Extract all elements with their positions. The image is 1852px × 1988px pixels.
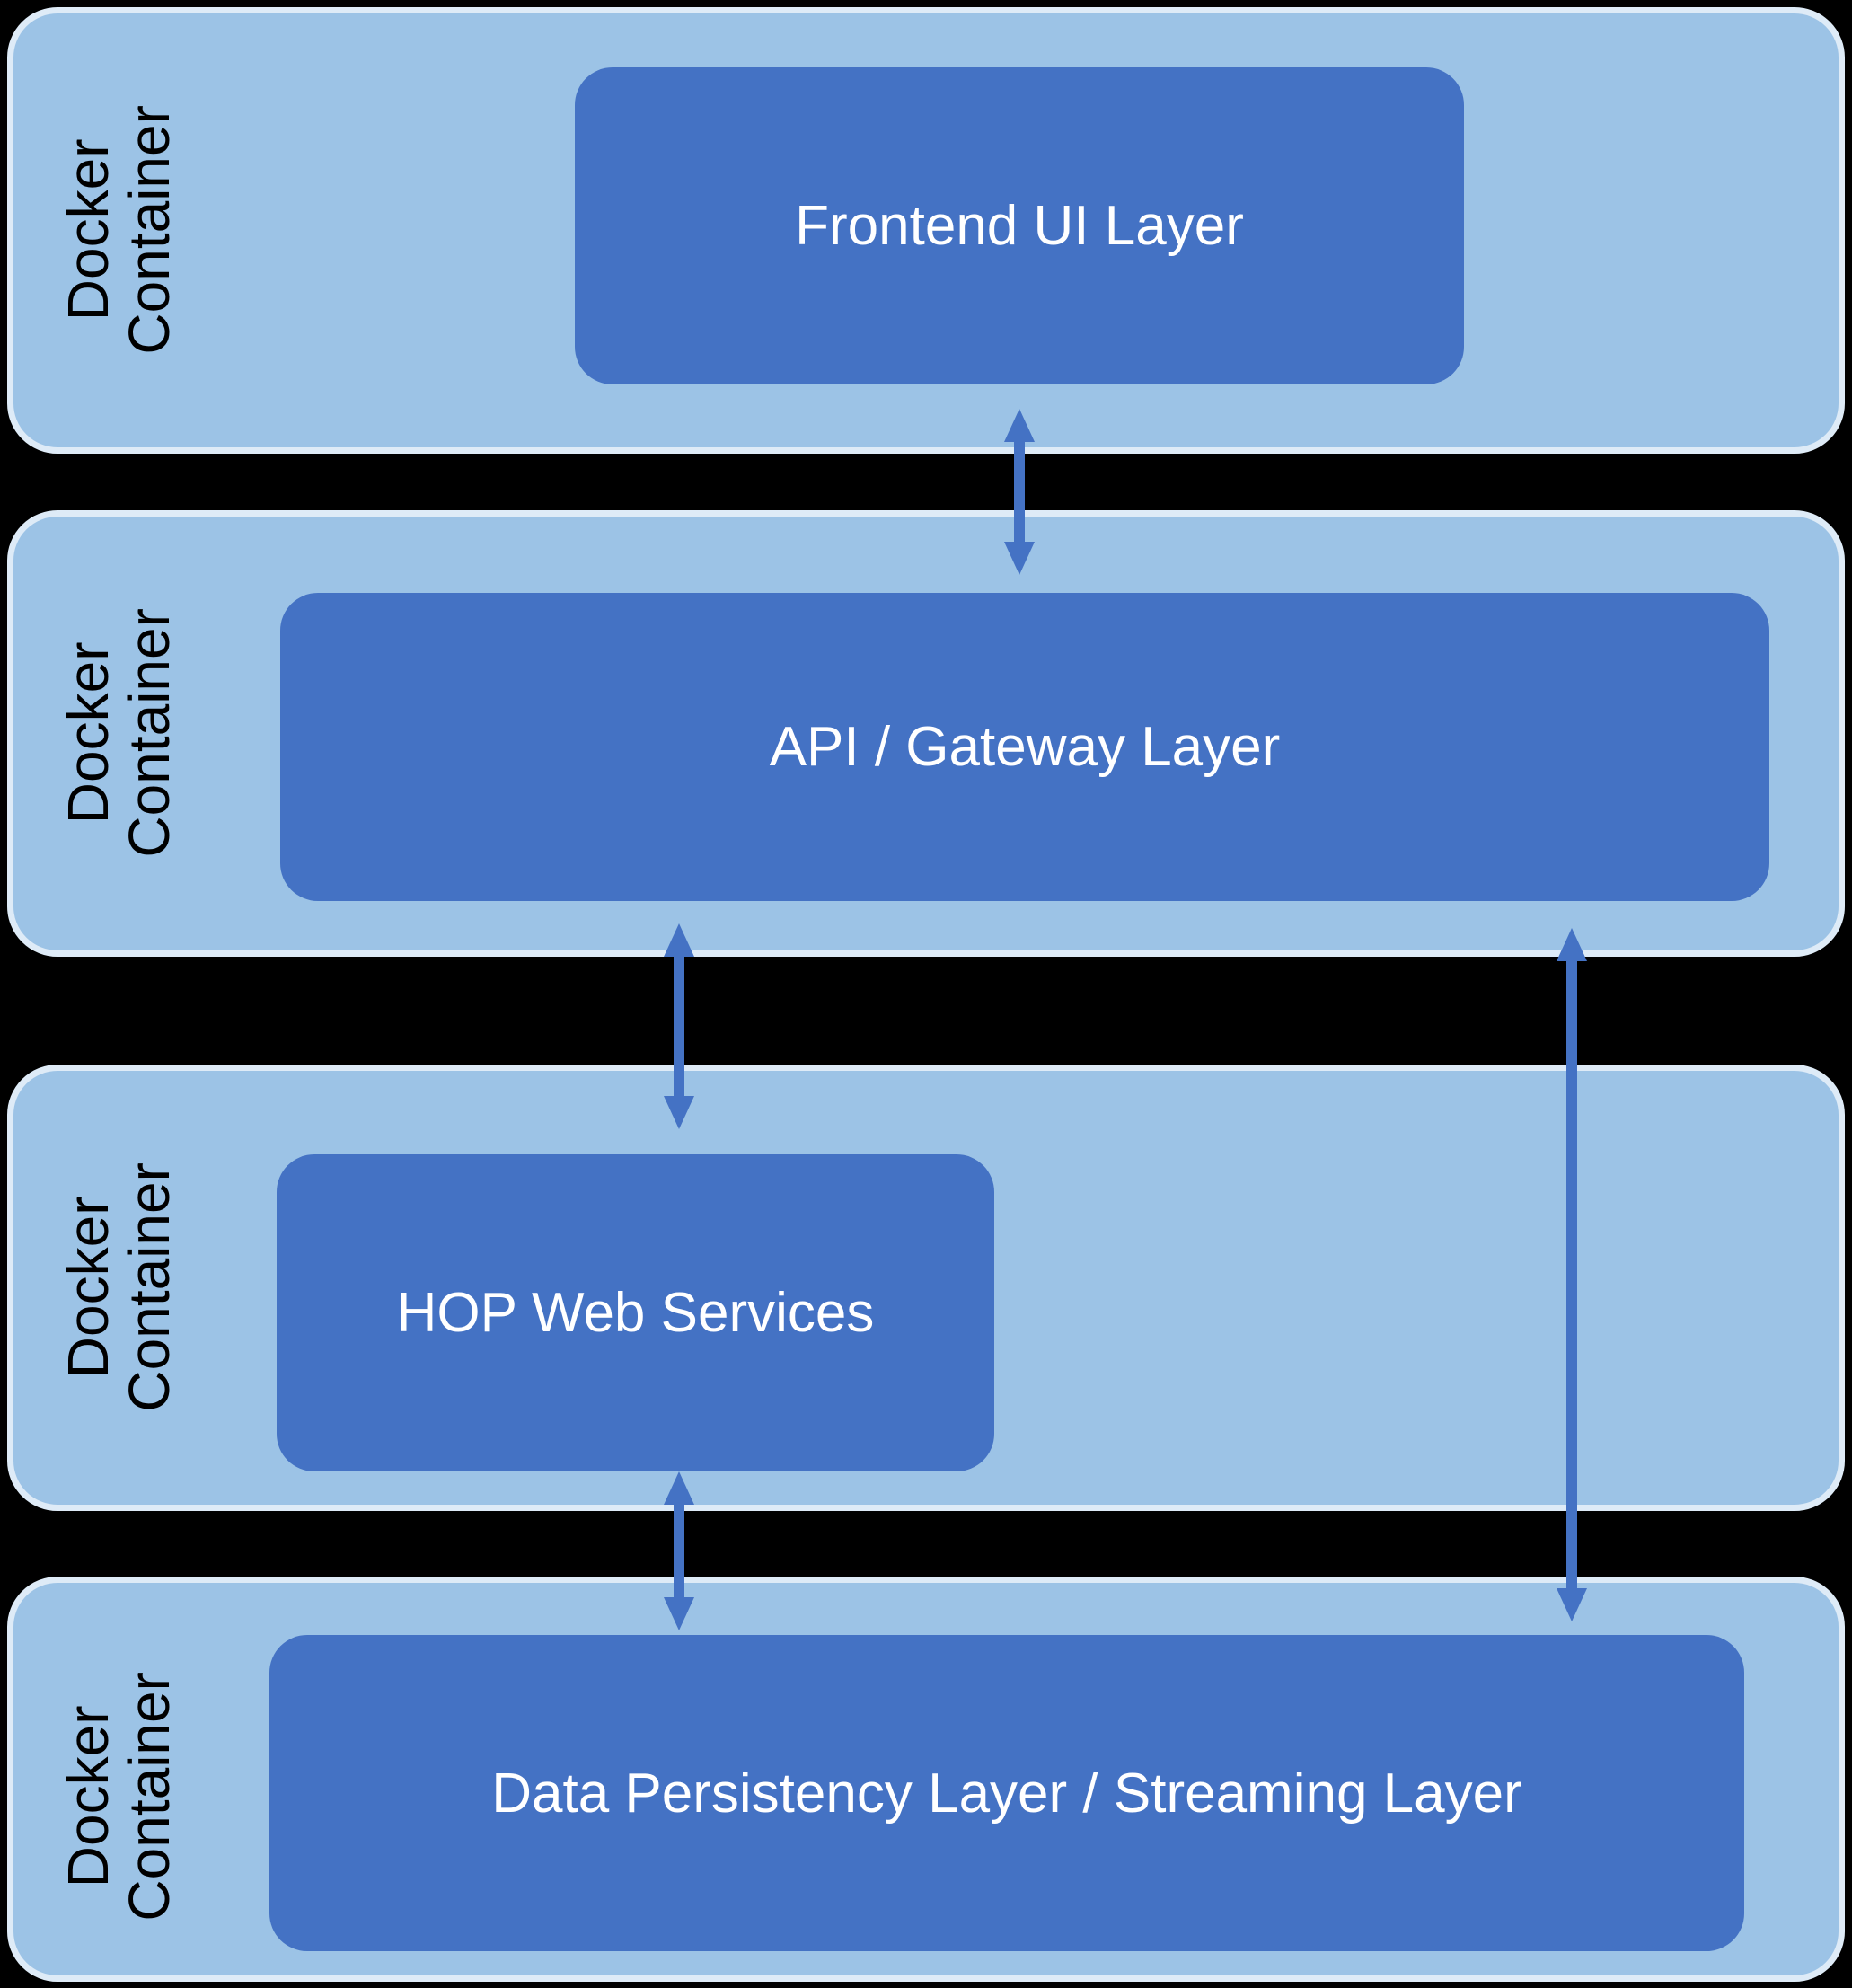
- data-persistency-layer-box: Data Persistency Layer / Streaming Layer: [269, 1635, 1744, 1951]
- hop-web-services-box: HOP Web Services: [277, 1154, 994, 1471]
- frontend-ui-layer-box: Frontend UI Layer: [575, 67, 1464, 384]
- api-gateway-layer-label: API / Gateway Layer: [769, 716, 1281, 778]
- data-persistency-layer-label: Data Persistency Layer / Streaming Layer: [491, 1762, 1522, 1825]
- docker-container-label: Docker Container: [56, 1162, 181, 1412]
- docker-container-data-persistency: Docker Container Data Persistency Layer …: [7, 1577, 1845, 1982]
- docker-container-label: Docker Container: [56, 1672, 181, 1922]
- api-gateway-layer-box: API / Gateway Layer: [280, 593, 1769, 901]
- frontend-ui-layer-label: Frontend UI Layer: [795, 195, 1244, 257]
- docker-container-api-gateway: Docker Container API / Gateway Layer: [7, 510, 1845, 957]
- hop-web-services-label: HOP Web Services: [396, 1282, 875, 1344]
- docker-container-hop-web-services: Docker Container HOP Web Services: [7, 1065, 1845, 1511]
- docker-container-label: Docker Container: [56, 608, 181, 858]
- docker-container-label: Docker Container: [56, 105, 181, 355]
- docker-container-frontend: Docker Container Frontend UI Layer: [7, 7, 1845, 454]
